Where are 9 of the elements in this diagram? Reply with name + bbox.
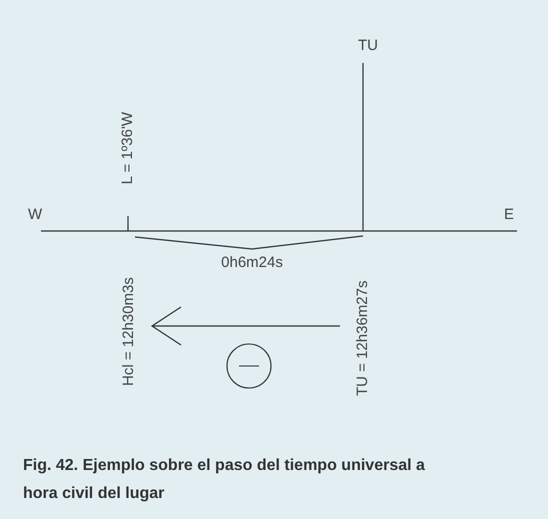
arrow [151,306,340,346]
text-label: TU [358,36,378,56]
text-label: E [504,205,514,225]
text-label: 0h6m24s [221,253,283,273]
text-label: W [28,205,42,225]
figure-caption: Fig. 42. Ejemplo sobre el paso del tiempo universal a hora civil del lugar [23,456,426,504]
time-label: TU = 12h36m27s [352,282,374,394]
time-label: Hcl = 12h30m3s [118,278,140,386]
text-label: L = 1º36'W [118,112,137,184]
